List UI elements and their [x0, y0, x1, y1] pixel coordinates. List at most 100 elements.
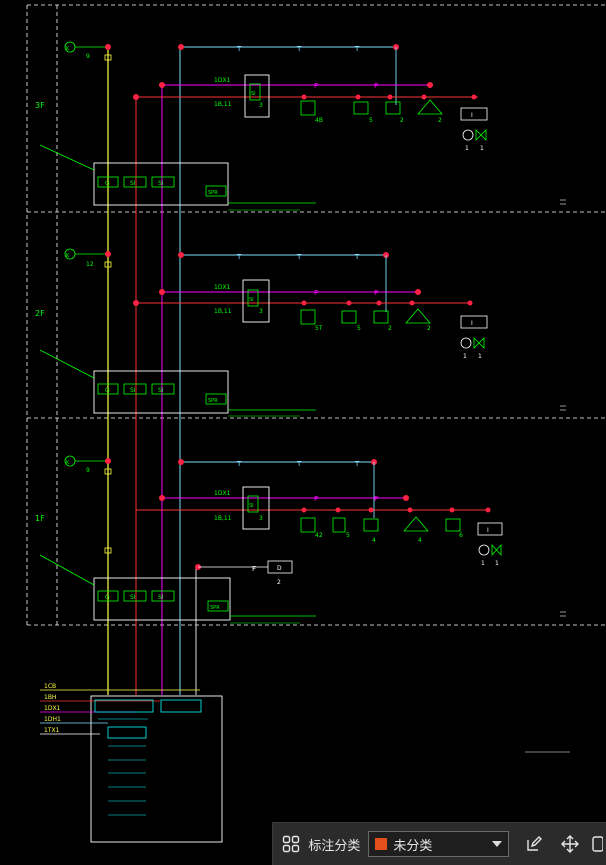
- svg-text:1B,11: 1B,11: [214, 308, 232, 315]
- category-selected-value: 未分类: [393, 838, 433, 854]
- more-icon[interactable]: [587, 825, 606, 863]
- svg-text:K: K: [66, 46, 70, 52]
- svg-text:1DX1: 1DX1: [214, 284, 231, 291]
- svg-text:SI: SI: [251, 91, 256, 97]
- svg-text:9: 9: [86, 467, 90, 474]
- svg-text:1: 1: [495, 560, 499, 567]
- floor-grid: [26, 4, 606, 626]
- svg-text:T: T: [296, 253, 302, 261]
- svg-text:SI: SI: [249, 503, 254, 509]
- tag-1: 1CB: [44, 683, 56, 690]
- svg-text:2: 2: [427, 325, 431, 332]
- wire-label-t: T: [236, 45, 242, 53]
- module-box: [244, 74, 270, 118]
- svg-text:SI: SI: [249, 297, 254, 303]
- floor-label-3f: 3F: [35, 101, 45, 110]
- svg-text:2: 2: [438, 117, 442, 124]
- floor-2-group: K 12 T T T 1DX1 P P 1B,11 SI 3 5T 5 2 2 …: [39, 248, 488, 417]
- svg-text:I: I: [487, 527, 489, 534]
- grid-apps-icon[interactable]: [273, 825, 308, 863]
- svg-text:T: T: [296, 460, 302, 468]
- svg-text:G: G: [105, 180, 110, 187]
- svg-text:P: P: [314, 289, 318, 297]
- svg-text:D: D: [277, 565, 282, 572]
- horn-strobe-icon: [417, 99, 443, 115]
- svg-text:G: G: [105, 387, 110, 394]
- bus-label-left: 1DX1: [214, 77, 231, 84]
- svg-text:2: 2: [277, 579, 281, 586]
- svg-text:F: F: [252, 565, 256, 573]
- svg-text:SI: SI: [130, 180, 136, 187]
- svg-text:1B,11: 1B,11: [214, 101, 232, 108]
- svg-text:G: G: [105, 594, 110, 601]
- io-module-icon: [460, 107, 488, 121]
- svg-text:T: T: [354, 253, 360, 261]
- svg-text:SI: SI: [130, 594, 136, 601]
- svg-text:12: 12: [86, 261, 94, 268]
- svg-text:T: T: [354, 460, 360, 468]
- fire-detector-box: [267, 560, 293, 574]
- svg-text:5: 5: [369, 117, 373, 124]
- svg-text:1: 1: [481, 560, 485, 567]
- right-markers: [525, 199, 570, 753]
- control-panel: 1CB 1BH 1DX1 1DH1 1TX1: [40, 683, 223, 843]
- svg-text:3: 3: [259, 515, 263, 522]
- svg-text:SPR: SPR: [208, 398, 218, 404]
- category-select[interactable]: 未分类: [368, 831, 509, 857]
- edit-icon[interactable]: [517, 825, 552, 863]
- valve-icon: [475, 129, 487, 141]
- svg-text:4B: 4B: [315, 117, 323, 124]
- svg-text:K: K: [66, 460, 70, 466]
- svg-text:K: K: [66, 253, 70, 259]
- svg-text:2: 2: [388, 325, 392, 332]
- svg-text:1DX1: 1DX1: [214, 490, 231, 497]
- svg-text:4: 4: [418, 537, 422, 544]
- tag-5: 1TX1: [44, 727, 60, 734]
- svg-text:T: T: [236, 460, 242, 468]
- svg-text:5: 5: [346, 532, 350, 539]
- tag-3: 1DX1: [44, 705, 61, 712]
- tag-4: 1DH1: [44, 716, 61, 723]
- alarm-icon: [353, 101, 369, 115]
- svg-text:SI: SI: [158, 387, 164, 394]
- junction-box-3f: [93, 162, 229, 206]
- floor-1-group: K 9 T T T 1DX1 P P 1B,11 SI 3 42 5 4 4 6: [39, 455, 503, 624]
- svg-text:SI: SI: [158, 180, 164, 187]
- svg-text:5T: 5T: [315, 325, 323, 332]
- annotation-toolbar: 标注分类 未分类: [272, 822, 606, 865]
- svg-text:SI: SI: [130, 387, 136, 394]
- floor-3-group: K 9 T T T 1DX1 P P 1B,11 SI 3 4B 5 2 2 I: [39, 41, 488, 211]
- svg-text:T: T: [354, 45, 360, 53]
- svg-text:P: P: [374, 82, 378, 90]
- manual-station-icon: [385, 101, 401, 115]
- svg-text:SI: SI: [158, 594, 164, 601]
- svg-text:1: 1: [480, 145, 484, 152]
- svg-text:I: I: [471, 112, 473, 119]
- category-label: 标注分类: [308, 838, 361, 854]
- svg-text:3: 3: [259, 102, 263, 109]
- svg-text:5: 5: [357, 325, 361, 332]
- heat-detector-icon: [300, 100, 316, 116]
- svg-text:2: 2: [400, 117, 404, 124]
- svg-text:6: 6: [459, 532, 463, 539]
- svg-text:SPR: SPR: [210, 605, 220, 611]
- svg-text:P: P: [374, 495, 378, 503]
- svg-text:42: 42: [315, 532, 323, 539]
- junction-box-2f: [93, 370, 229, 414]
- category-color-swatch: [375, 838, 388, 850]
- svg-text:1B,11: 1B,11: [214, 515, 232, 522]
- svg-text:4: 4: [372, 537, 376, 544]
- svg-text:P: P: [374, 289, 378, 297]
- svg-text:I: I: [471, 320, 473, 327]
- junction-box-1f: [93, 577, 231, 621]
- svg-text:1: 1: [478, 353, 482, 360]
- svg-text:3: 3: [259, 308, 263, 315]
- svg-text:T: T: [296, 45, 302, 53]
- chevron-down-icon: [491, 841, 502, 847]
- tag-2: 1BH: [44, 694, 56, 701]
- svg-text:1: 1: [463, 353, 467, 360]
- smoke-count-3f: 9: [86, 53, 90, 60]
- move-icon[interactable]: [552, 825, 587, 863]
- svg-text:T: T: [236, 253, 242, 261]
